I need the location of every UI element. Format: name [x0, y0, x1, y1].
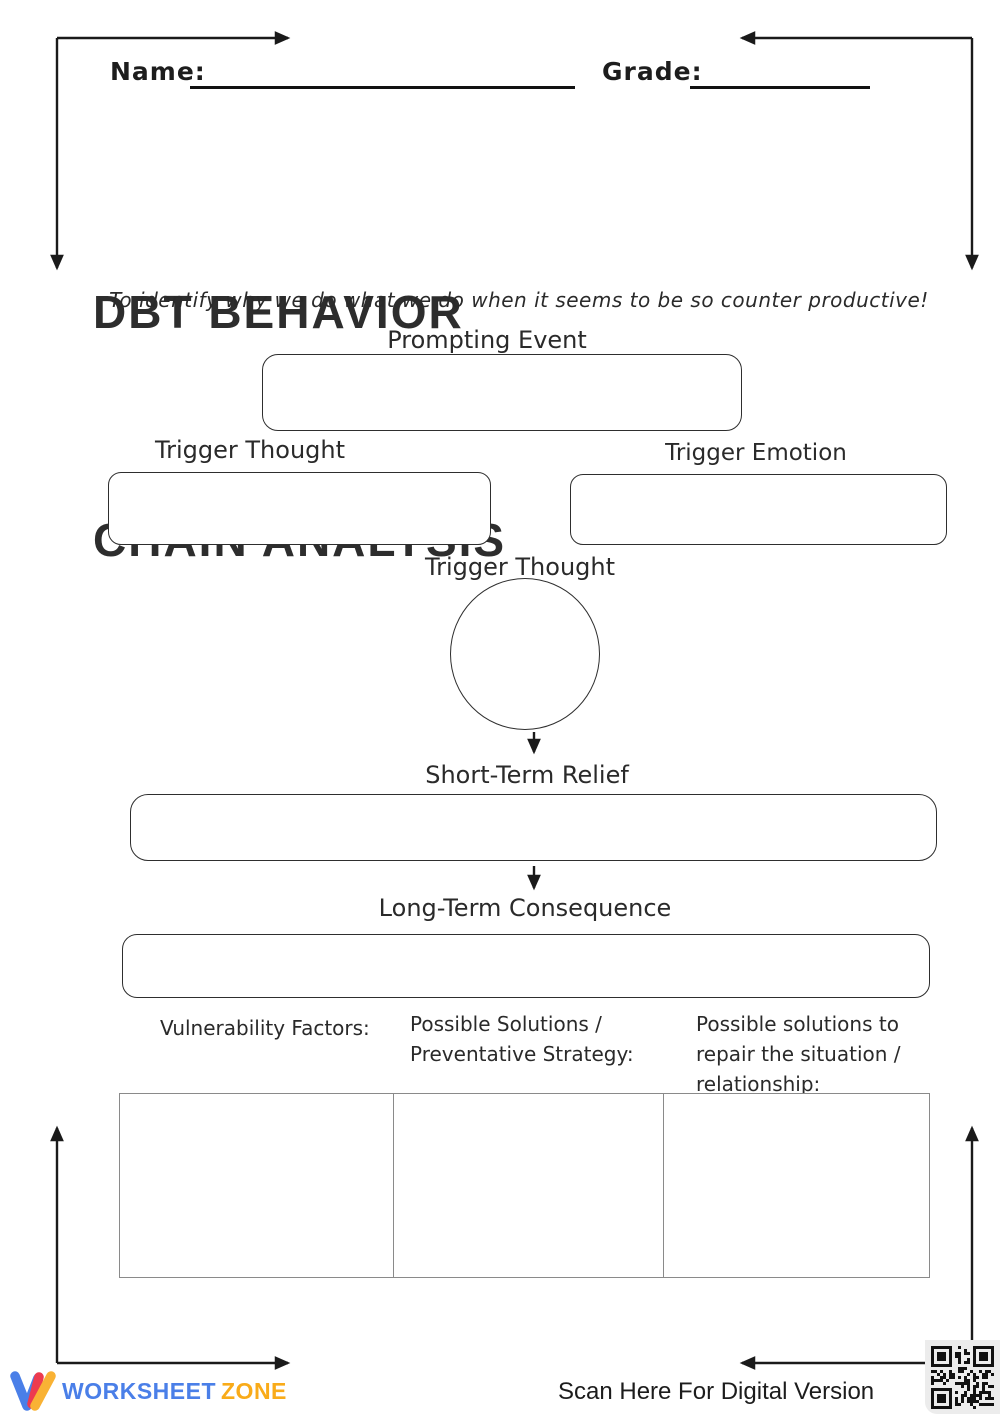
name-input-line[interactable] — [190, 86, 575, 89]
short-term-relief-label: Short-Term Relief — [425, 761, 629, 789]
page-subtitle: To identify why we do what we do when it… — [109, 288, 929, 312]
possible-solutions-cell[interactable] — [393, 1094, 663, 1277]
repair-solutions-cell[interactable] — [663, 1094, 929, 1277]
trigger-emotion-label: Trigger Emotion — [665, 440, 847, 466]
column-header-repair-solutions: Possible solutions to repair the situati… — [696, 1009, 901, 1099]
name-label: Name: — [110, 57, 206, 86]
trigger-thought-circle[interactable] — [450, 578, 600, 730]
column-header-possible-solutions: Possible Solutions / Preventative Strate… — [410, 1009, 634, 1069]
long-term-consequence-label: Long-Term Consequence — [378, 894, 672, 922]
answers-table — [119, 1093, 930, 1278]
column-header-vulnerability-factors: Vulnerability Factors: — [160, 1013, 370, 1043]
qr-code-icon — [931, 1346, 994, 1409]
column-header-line: Vulnerability Factors: — [160, 1016, 370, 1040]
column-header-line: Preventative Strategy: — [410, 1042, 634, 1066]
trigger-thought-circle-label: Trigger Thought — [424, 553, 616, 581]
prompting-event-box[interactable] — [262, 354, 742, 431]
vulnerability-factors-cell[interactable] — [120, 1094, 393, 1277]
trigger-emotion-box[interactable] — [570, 474, 947, 545]
page-title-line1: DBT BEHAVIOR — [93, 286, 464, 338]
column-header-line: Possible solutions to — [696, 1012, 899, 1036]
prompting-event-label: Prompting Event — [387, 326, 587, 354]
brand-word-worksheet: WORKSHEET — [62, 1377, 216, 1404]
trigger-thought-box[interactable] — [108, 472, 491, 545]
grade-label: Grade: — [602, 57, 703, 86]
brand-word-zone: ZONE — [221, 1377, 287, 1404]
column-header-line: repair the situation / — [696, 1042, 901, 1066]
short-term-relief-box[interactable] — [130, 794, 937, 861]
column-header-line: relationship: — [696, 1072, 821, 1096]
column-header-line: Possible Solutions / — [410, 1012, 602, 1036]
scan-here-label: Scan Here For Digital Version — [558, 1378, 875, 1405]
long-term-consequence-box[interactable] — [122, 934, 930, 998]
trigger-thought-label: Trigger Thought — [154, 436, 346, 464]
worksheetzone-w-logo-icon — [10, 1371, 56, 1411]
grade-input-line[interactable] — [690, 86, 870, 89]
qr-code-container — [925, 1340, 1000, 1414]
